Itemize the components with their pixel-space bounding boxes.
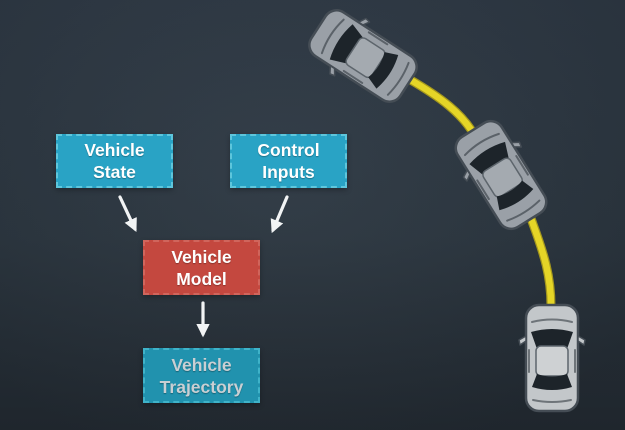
node-vehicle-trajectory: Vehicle Trajectory	[143, 348, 260, 403]
node-vehicle-trajectory-label-line1: Vehicle	[171, 354, 232, 375]
node-vehicle-state-label-line2: State	[93, 162, 136, 182]
node-vehicle-model: Vehicle Model	[143, 240, 260, 295]
arrow-inputs-to-model	[270, 195, 289, 234]
node-vehicle-trajectory-label-line2: Trajectory	[159, 376, 244, 397]
node-vehicle-state-label-line1: Vehicle	[84, 140, 145, 160]
node-control-inputs-label-line1: Control	[257, 140, 320, 160]
node-vehicle-model-label-line1: Vehicle	[171, 246, 232, 267]
node-control-inputs-label-line2: Inputs	[262, 162, 315, 182]
node-vehicle-model-label-line2: Model	[176, 268, 227, 289]
node-vehicle-state: Vehicle State	[56, 134, 173, 188]
node-control-inputs: Control Inputs	[230, 134, 347, 188]
car-bottom-icon	[518, 303, 586, 413]
car-top-icon	[308, 9, 418, 103]
car-middle-icon	[454, 119, 548, 231]
arrow-state-to-model	[118, 195, 137, 233]
